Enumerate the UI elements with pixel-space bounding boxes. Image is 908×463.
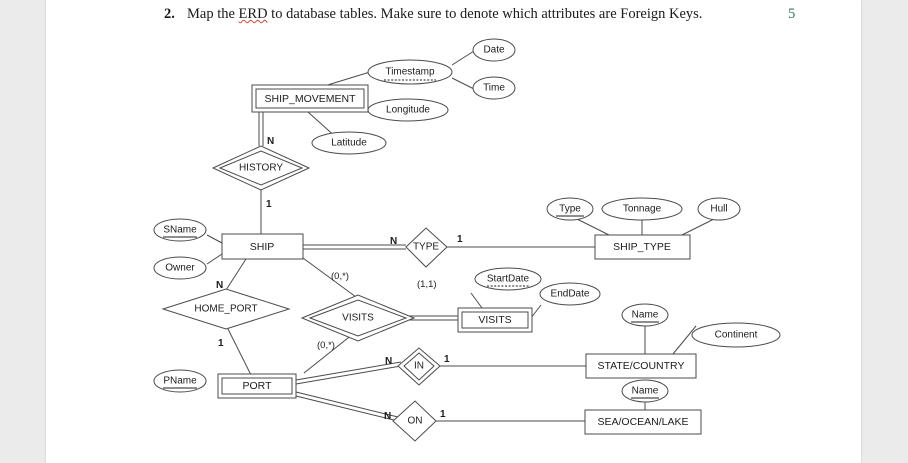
cardinality-homeport-n: N xyxy=(216,280,223,291)
cardinality-history-1: 1 xyxy=(266,199,272,210)
connector-typeattr-shiptype xyxy=(572,216,610,236)
connector-owner-ship xyxy=(206,253,223,265)
attribute-pname[interactable]: PName xyxy=(153,369,207,393)
entity-state-country-label: STATE/COUNTRY xyxy=(598,360,685,372)
attribute-startdate-label: StartDate xyxy=(487,274,530,285)
attribute-hull-label: Hull xyxy=(710,204,727,215)
entity-state-country[interactable]: STATE/COUNTRY xyxy=(585,353,697,379)
connector-port-on-b xyxy=(295,395,399,422)
attribute-timestamp-label: Timestamp xyxy=(385,67,435,78)
connector-timestamp-date xyxy=(451,50,475,66)
cardinality-on-n: N xyxy=(384,411,391,422)
relationship-on-label: ON xyxy=(408,416,423,427)
attribute-owner[interactable]: Owner xyxy=(153,256,207,280)
question-text-pre: Map the xyxy=(187,6,239,22)
cardinality-on-1: 1 xyxy=(440,409,446,420)
connector-homeport-port xyxy=(226,326,252,376)
entity-port-label: PORT xyxy=(243,380,273,392)
relationship-home-port[interactable]: HOME_PORT xyxy=(161,288,291,330)
cardinality-visits-ship: (0,*) xyxy=(331,271,349,282)
attribute-enddate[interactable]: EndDate xyxy=(539,282,601,306)
attribute-type-label: Type xyxy=(559,204,581,215)
attribute-state-country-name-label: Name xyxy=(632,310,659,321)
question-number: 2. xyxy=(164,6,175,22)
cardinality-type-1: 1 xyxy=(457,234,463,245)
cardinality-visits-entity: (1,1) xyxy=(417,279,437,290)
attribute-longitude-label: Longitude xyxy=(386,105,430,116)
entity-sea-ocean-lake[interactable]: SEA/OCEAN/LAKE xyxy=(584,409,702,435)
attribute-sea-ocean-lake-name-label: Name xyxy=(632,386,659,397)
attribute-sname[interactable]: SName xyxy=(153,218,207,242)
attribute-owner-label: Owner xyxy=(165,263,195,274)
attribute-state-country-name[interactable]: Name xyxy=(621,303,669,327)
attribute-continent-label: Continent xyxy=(715,330,758,341)
connector-ship-visitsrel xyxy=(302,257,357,298)
connector-enddate-visitsentity xyxy=(530,304,542,319)
document-sheet: 2. Map the ERD to database tables. Make … xyxy=(46,0,861,463)
entity-visits[interactable]: VISITS xyxy=(457,307,533,333)
attribute-date[interactable]: Date xyxy=(472,38,516,62)
attribute-timestamp[interactable]: Timestamp xyxy=(367,59,453,85)
relationship-type-label: TYPE xyxy=(413,242,439,253)
entity-ship[interactable]: SHIP xyxy=(221,233,304,260)
attribute-time[interactable]: Time xyxy=(472,76,516,100)
cardinality-in-n: N xyxy=(385,356,392,367)
entity-port[interactable]: PORT xyxy=(217,373,297,399)
question-text-post: to database tables. Make sure to denote … xyxy=(267,6,703,22)
cardinality-homeport-1: 1 xyxy=(218,338,224,349)
erd-diagram: SHIP_MOVEMENT SHIP SHIP_TYPE VISITS xyxy=(153,38,781,442)
question-text-emphasis: ERD xyxy=(238,6,268,22)
relationship-on[interactable]: ON xyxy=(392,400,437,442)
attribute-hull[interactable]: Hull xyxy=(697,197,741,221)
attribute-sname-label: SName xyxy=(163,225,197,236)
cardinality-type-n: N xyxy=(390,236,397,247)
entity-ship-type[interactable]: SHIP_TYPE xyxy=(594,234,691,260)
relationship-visits[interactable]: VISITS xyxy=(300,294,416,342)
question-marks: 5 xyxy=(788,6,796,22)
connector-sname-ship xyxy=(206,234,223,244)
attribute-date-label: Date xyxy=(483,45,505,56)
attribute-time-label: Time xyxy=(483,83,505,94)
entity-ship-label: SHIP xyxy=(250,241,275,253)
cardinality-history-n: N xyxy=(267,136,274,147)
connector-continent-statecountry xyxy=(672,325,697,355)
cardinality-visits-port: (0,*) xyxy=(317,340,335,351)
attribute-type[interactable]: Type xyxy=(546,197,594,221)
entity-sea-ocean-lake-label: SEA/OCEAN/LAKE xyxy=(597,416,688,428)
connector-hull-shiptype xyxy=(679,217,717,237)
connector-port-on-a xyxy=(295,391,399,418)
entity-ship-movement[interactable]: SHIP_MOVEMENT xyxy=(251,84,369,113)
connector-port-in-b xyxy=(295,365,402,385)
attribute-tonnage[interactable]: Tonnage xyxy=(601,197,683,221)
relationship-history-label: HISTORY xyxy=(239,163,283,174)
cardinality-in-1: 1 xyxy=(444,354,450,365)
attribute-enddate-label: EndDate xyxy=(551,289,590,300)
attribute-sea-ocean-lake-name[interactable]: Name xyxy=(621,379,669,403)
relationship-home-port-label: HOME_PORT xyxy=(194,304,257,315)
relationship-history[interactable]: HISTORY xyxy=(211,145,311,191)
relationship-visits-label: VISITS xyxy=(342,313,374,324)
attribute-pname-label: PName xyxy=(163,376,197,387)
relationship-type[interactable]: TYPE xyxy=(405,227,448,268)
question-text: Map the ERD to database tables. Make sur… xyxy=(187,6,702,23)
connector-timestamp-time xyxy=(451,77,475,90)
attribute-continent[interactable]: Continent xyxy=(691,322,781,348)
attribute-longitude[interactable]: Longitude xyxy=(367,98,449,122)
connector-ship-homeport xyxy=(225,258,247,291)
entity-visits-label: VISITS xyxy=(478,314,511,326)
relationship-in-label: IN xyxy=(414,361,424,372)
entity-ship-type-label: SHIP_TYPE xyxy=(613,241,671,253)
attribute-startdate[interactable]: StartDate xyxy=(474,267,542,291)
relationship-in[interactable]: IN xyxy=(397,347,441,386)
connector-startdate-visitsentity xyxy=(470,292,483,309)
attribute-tonnage-label: Tonnage xyxy=(623,204,662,215)
attribute-latitude-label: Latitude xyxy=(331,138,367,149)
connector-port-in-a xyxy=(295,361,402,381)
attribute-latitude[interactable]: Latitude xyxy=(311,131,387,155)
entity-ship-movement-label: SHIP_MOVEMENT xyxy=(264,93,356,105)
